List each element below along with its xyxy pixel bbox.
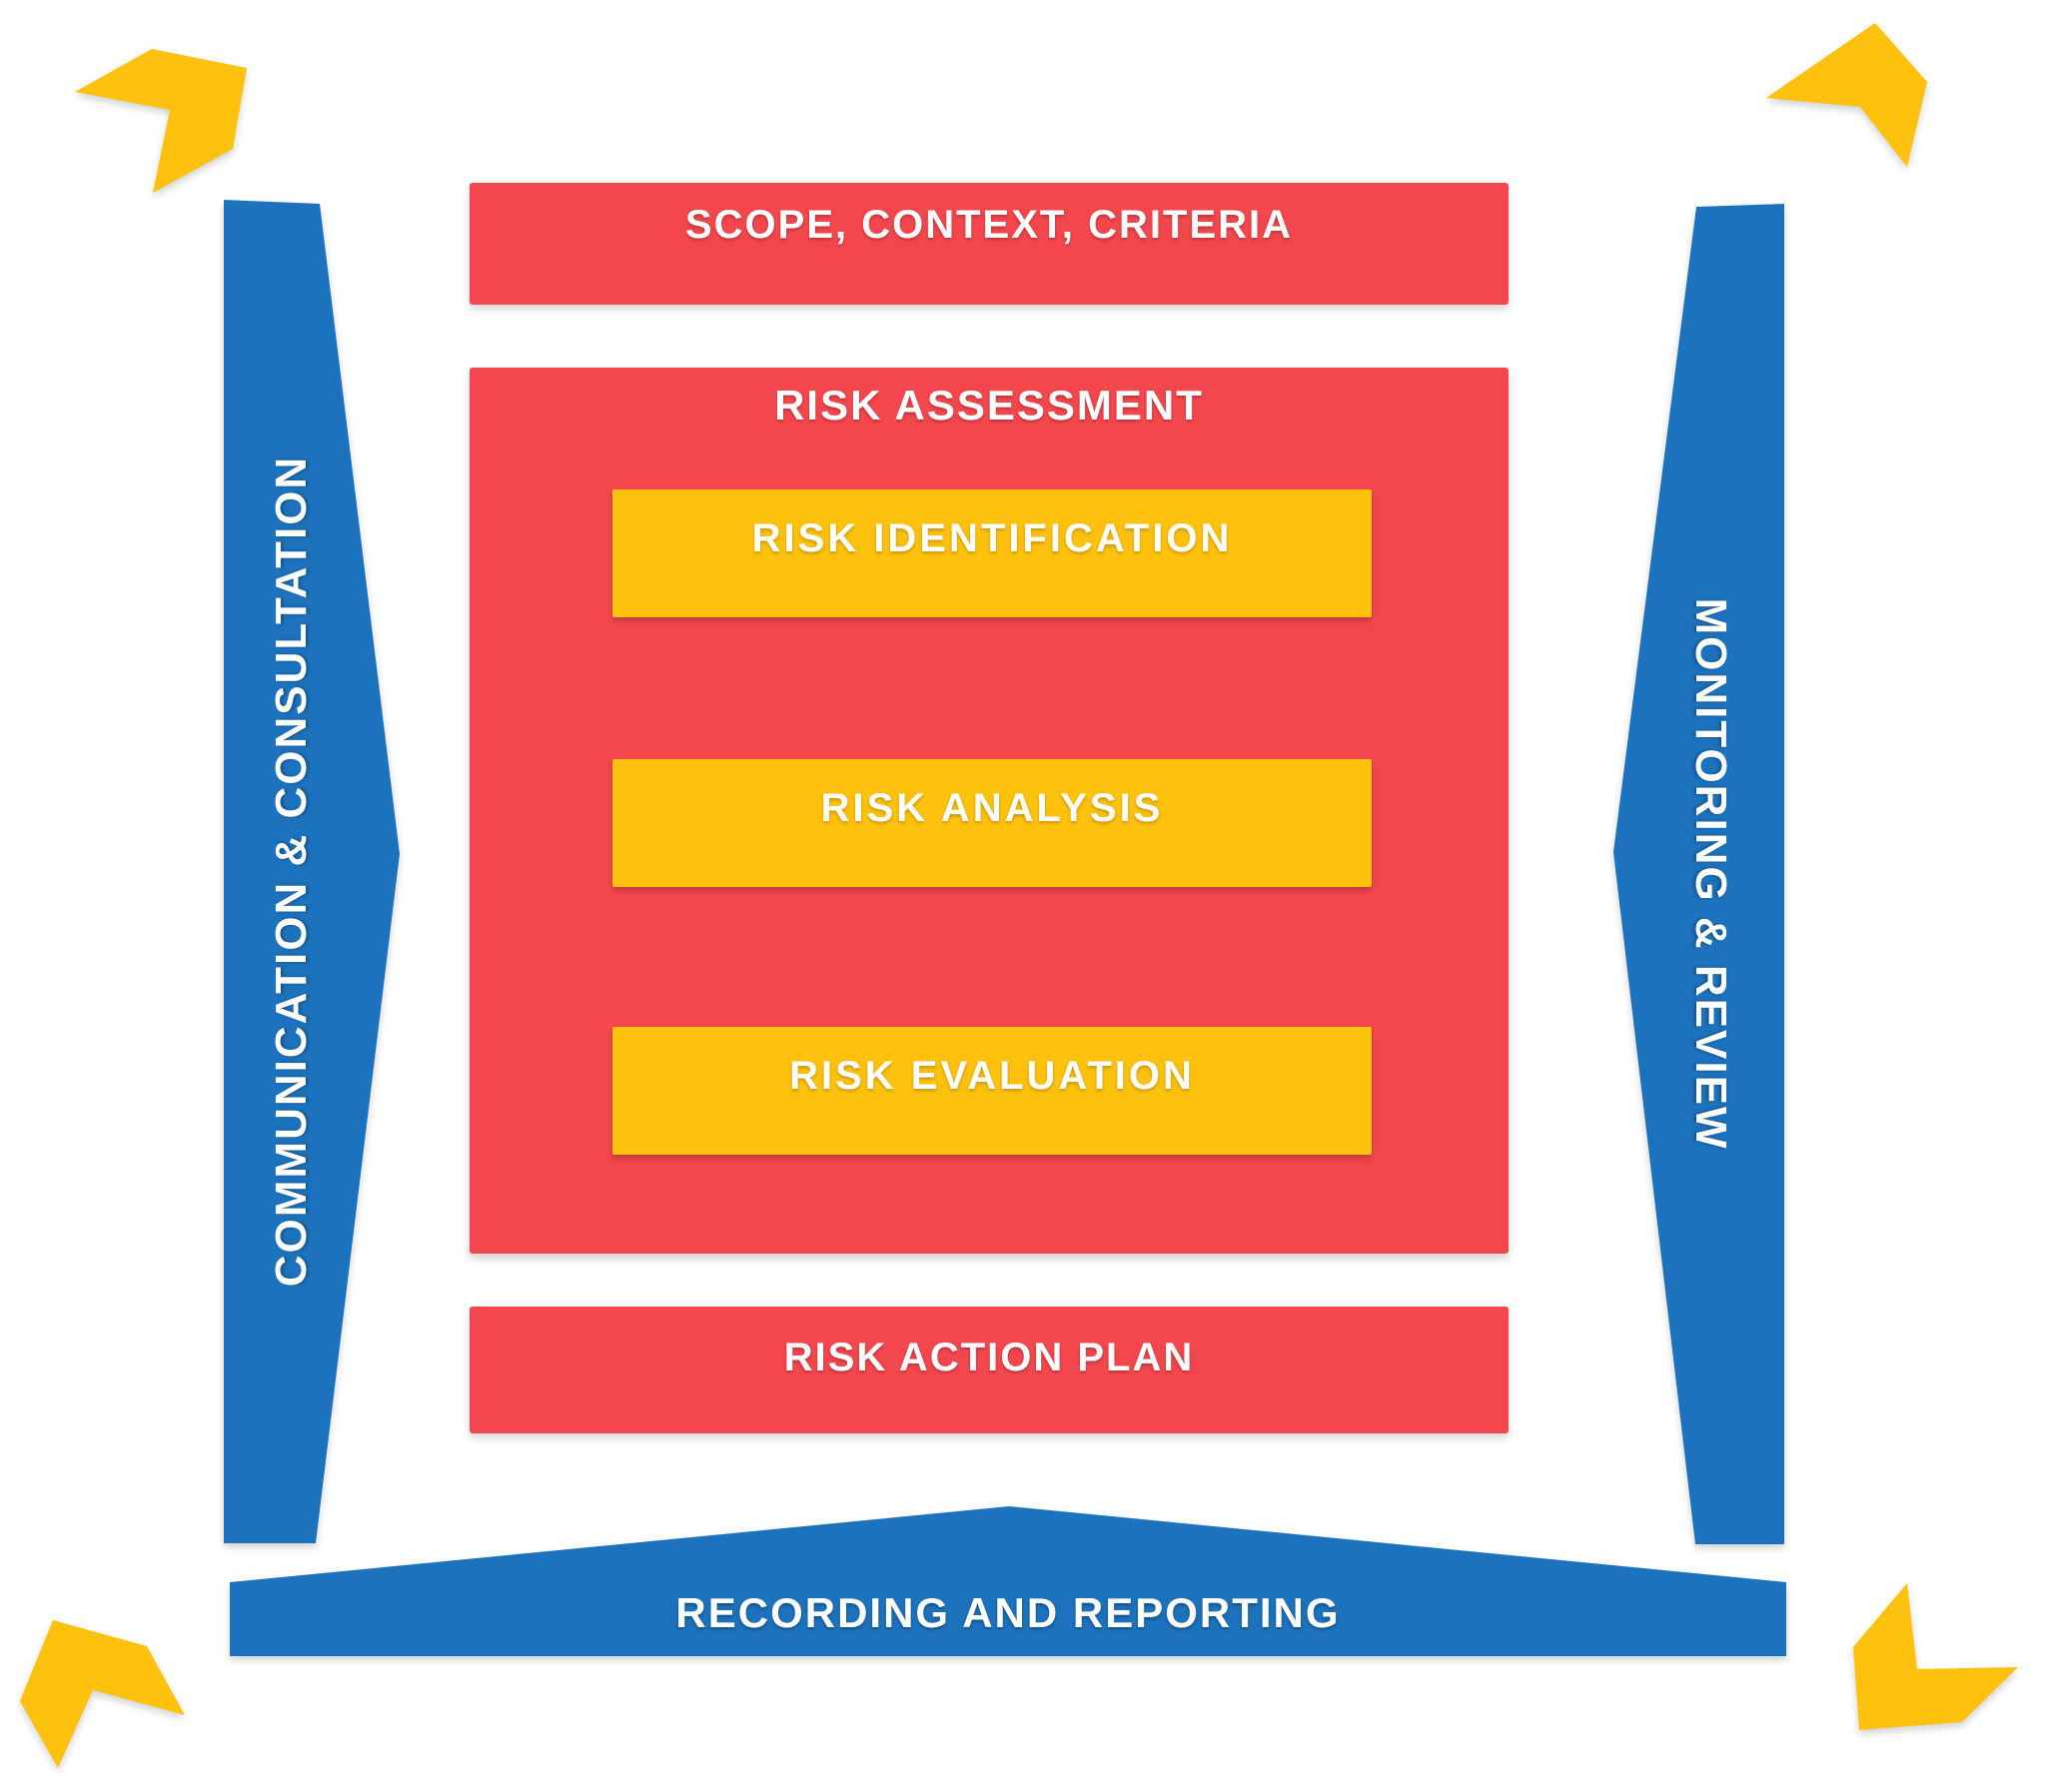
communication-consultation-ribbon — [224, 200, 400, 1543]
corner-chevron-bottom-left-icon — [20, 1620, 185, 1768]
scope-context-criteria-label: SCOPE, CONTEXT, CRITERIA — [684, 202, 1294, 247]
recording-reporting-label: RECORDING AND REPORTING — [675, 1589, 1341, 1636]
corner-chevron-bottom-right-icon — [1853, 1583, 2018, 1730]
corner-chevron-top-left-icon — [75, 49, 247, 193]
risk-evaluation-box: RISK EVALUATION — [612, 1027, 1372, 1155]
monitoring-review-ribbon — [1613, 204, 1784, 1544]
risk-action-plan-label: RISK ACTION PLAN — [783, 1336, 1195, 1379]
recording-reporting-ribbon — [230, 1506, 1786, 1656]
corner-chevron-top-right-icon — [1766, 23, 1927, 167]
risk-analysis-box: RISK ANALYSIS — [612, 759, 1372, 887]
risk-assessment-box: RISK ASSESSMENT RISK IDENTIFICATION RISK… — [470, 368, 1509, 1254]
risk-identification-box: RISK IDENTIFICATION — [612, 489, 1372, 617]
risk-identification-label: RISK IDENTIFICATION — [751, 515, 1233, 560]
communication-consultation-label: COMMUNICATION & CONSULTATION — [267, 454, 316, 1288]
scope-context-criteria-banner: SCOPE, CONTEXT, CRITERIA — [470, 183, 1509, 305]
monitoring-review-label: MONITORING & REVIEW — [1686, 597, 1735, 1151]
risk-analysis-label: RISK ANALYSIS — [820, 785, 1164, 830]
risk-evaluation-label: RISK EVALUATION — [789, 1053, 1195, 1098]
risk-action-plan-banner: RISK ACTION PLAN — [470, 1307, 1509, 1433]
risk-assessment-label: RISK ASSESSMENT — [774, 382, 1204, 429]
